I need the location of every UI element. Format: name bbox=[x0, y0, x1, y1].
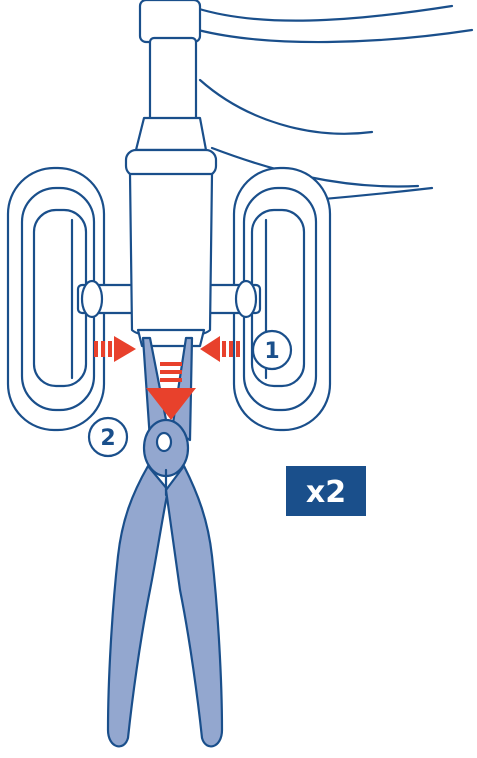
step-1-label: 1 bbox=[264, 339, 279, 364]
repeat-count-label: x2 bbox=[306, 475, 346, 510]
stroller-leg bbox=[126, 0, 216, 176]
step-1-marker: 1 bbox=[253, 331, 291, 369]
swivel-housing bbox=[130, 174, 212, 346]
step-2-label: 2 bbox=[100, 426, 115, 451]
step-2-marker: 2 bbox=[89, 418, 127, 456]
repeat-count-badge: x2 bbox=[286, 466, 366, 516]
